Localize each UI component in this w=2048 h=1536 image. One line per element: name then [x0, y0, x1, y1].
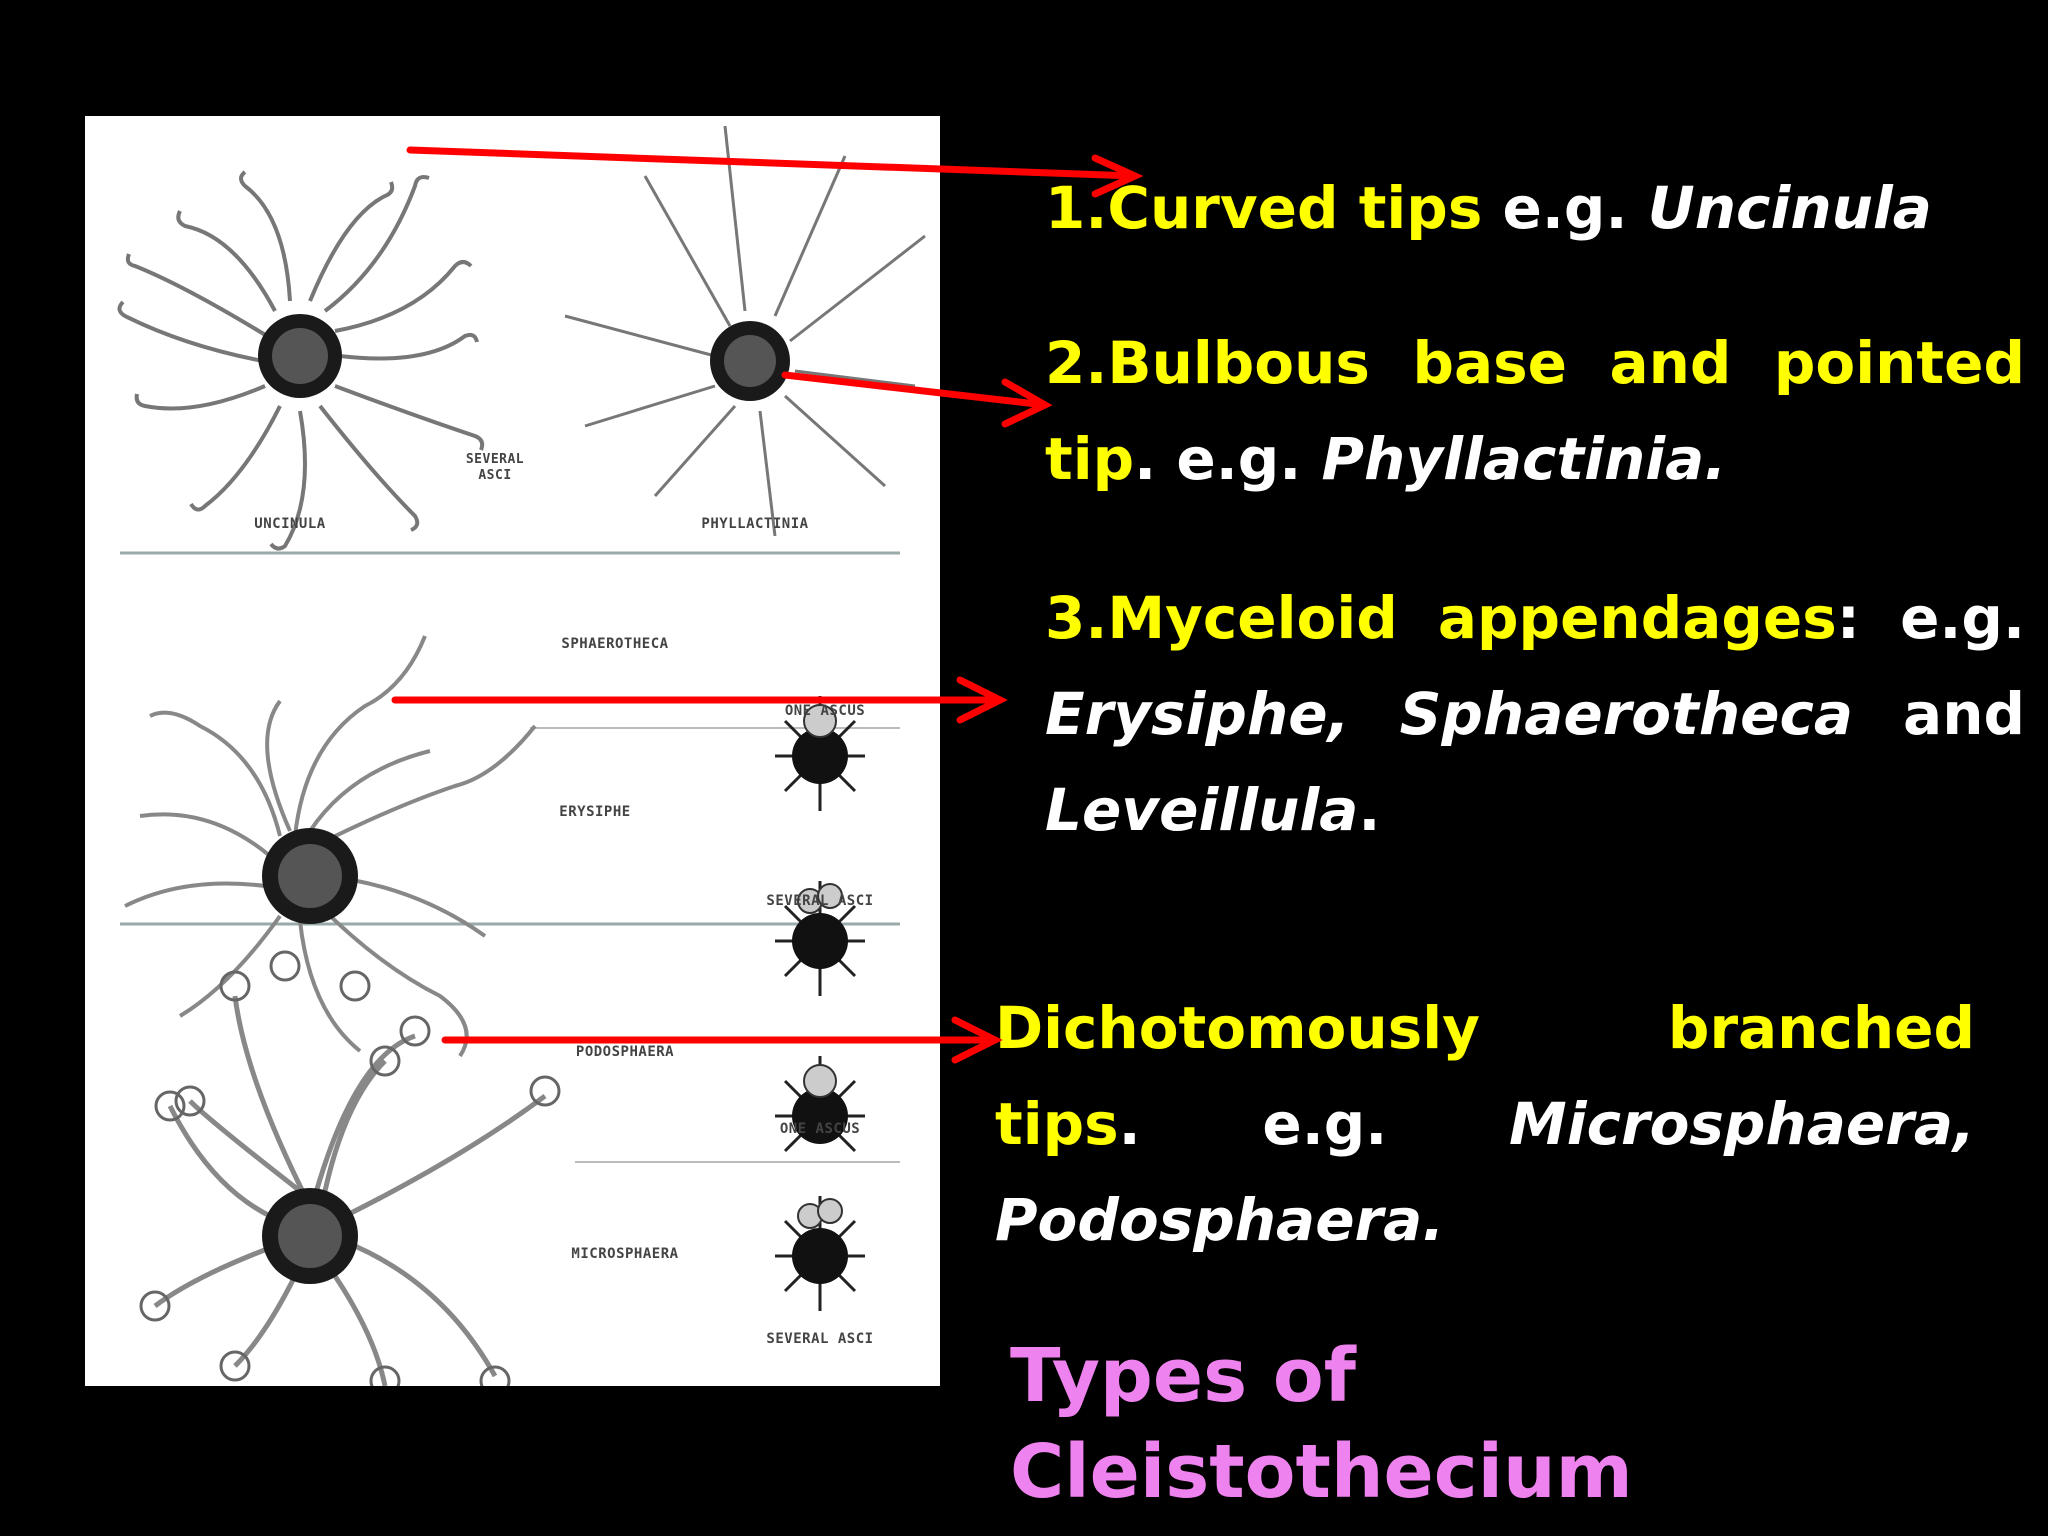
- item-2-term-a: Bulbous base and pointed: [1107, 329, 2025, 397]
- item-3-ex2: Leveillula: [1045, 776, 1359, 844]
- item-3-ex1: Erysiphe, Sphaerotheca: [1045, 680, 1854, 748]
- label-several-asci-2: SEVERAL ASCI: [766, 893, 874, 909]
- label-microsphaera: MICROSPHAERA: [571, 1246, 679, 1262]
- figure-drawing: [117, 125, 926, 1386]
- label-podosphaera: PODOSPHAERA: [575, 1044, 675, 1060]
- slide-title: Types of Cleistothecium: [1010, 1333, 1633, 1515]
- item-3-end: .: [1358, 776, 1381, 844]
- item-1-eg: e.g.: [1482, 174, 1648, 242]
- item-4-eg: . e.g.: [1118, 1090, 1509, 1158]
- item-dichotomous: Dichotomously branched tips. e.g. Micros…: [995, 980, 1975, 1268]
- microsphaera-drawing: [153, 995, 547, 1386]
- item-3-eg: : e.g.: [1836, 584, 2025, 652]
- label-one-ascus-2: ONE ASCUS: [779, 1121, 861, 1137]
- item-3-term: Myceloid appendages: [1107, 584, 1837, 652]
- label-several-asci-1: SEVERAL ASCI: [465, 452, 525, 483]
- branched-tips: [139, 950, 561, 1386]
- item-1-term: Curved tips: [1107, 174, 1483, 242]
- label-erysiphe: ERYSIPHE: [559, 804, 631, 820]
- item-2-term-b: tip: [1045, 425, 1135, 493]
- label-several-asci-3: SEVERAL ASCI: [766, 1331, 874, 1347]
- item-2-eg: . e.g.: [1134, 425, 1322, 493]
- cleistothecium-figure: UNCINULA PHYLLACTINIA SEVERAL ASCI SPHAE…: [85, 116, 940, 1386]
- label-one-ascus-1: ONE ASCUS: [784, 703, 866, 719]
- item-2-examples: Phyllactinia.: [1321, 425, 1727, 493]
- item-4-ex2: Podosphaera.: [995, 1186, 1445, 1254]
- item-bulbous-base: 2.Bulbous base and pointed tip. e.g. Phy…: [1045, 315, 2025, 507]
- item-1-examples: Uncinula: [1647, 174, 1932, 242]
- item-3-number: 3.: [1045, 584, 1108, 652]
- item-1-number: 1.: [1045, 174, 1108, 242]
- label-phyllactinia: PHYLLACTINIA: [701, 516, 809, 532]
- item-3-and: and: [1853, 680, 2026, 748]
- item-4-term-a: Dichotomously branched: [995, 994, 1975, 1062]
- label-sphaerotheca: SPHAEROTHECA: [561, 636, 669, 652]
- item-4-ex1: Microsphaera,: [1508, 1090, 1975, 1158]
- label-uncinula: UNCINULA: [254, 516, 326, 532]
- uncinula-drawing: [117, 170, 485, 551]
- item-curved-tips: 1.Curved tips e.g. Uncinula: [1045, 160, 1965, 256]
- item-2-number: 2.: [1045, 329, 1108, 397]
- item-myceloid: 3.Myceloid appendages: e.g. Erysiphe, Sp…: [1045, 570, 2025, 858]
- item-4-term-b: tips: [995, 1090, 1119, 1158]
